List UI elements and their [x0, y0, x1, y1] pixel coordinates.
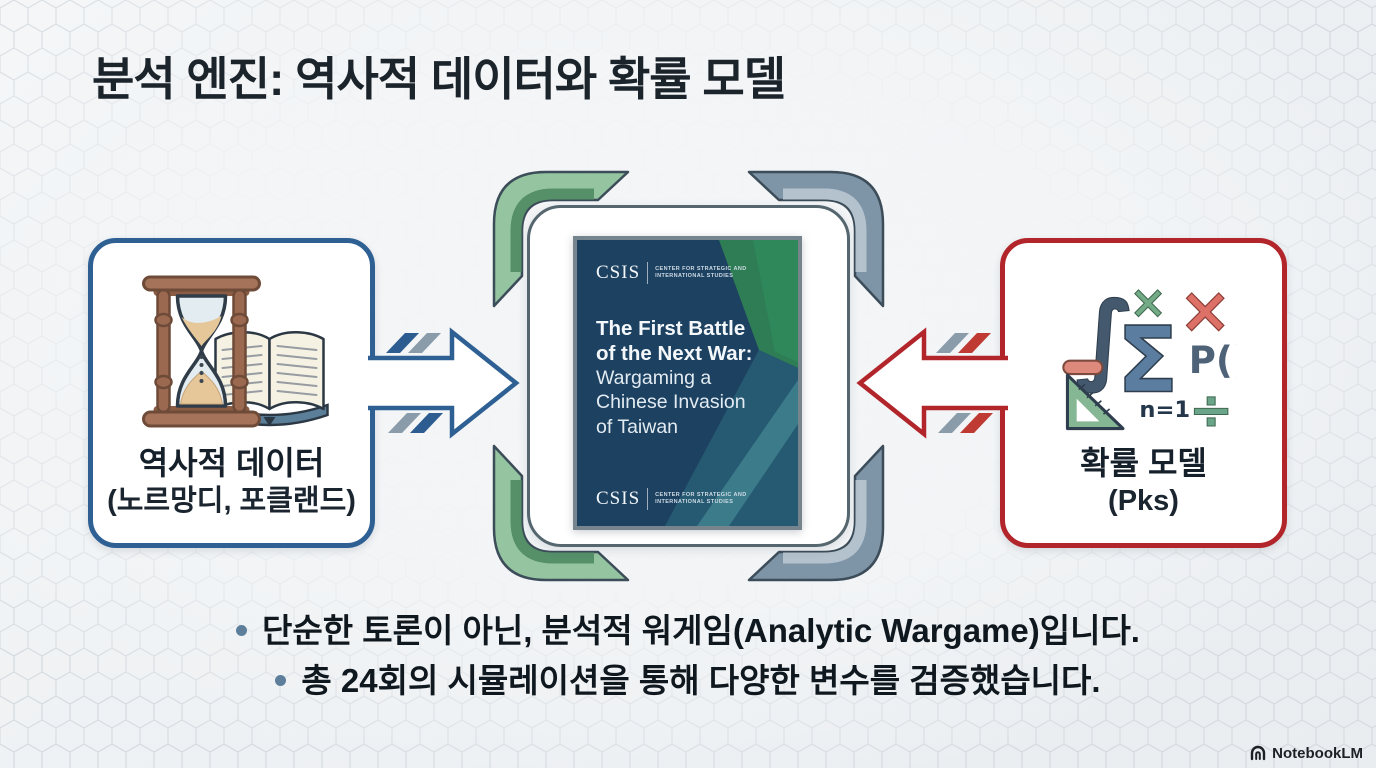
arrow-left-icon	[856, 327, 1008, 439]
notebooklm-label: NotebookLM	[1272, 744, 1363, 762]
notebooklm-brand: NotebookLM	[1249, 744, 1363, 762]
historical-data-sublabel: (노르망디, 포클랜드)	[107, 484, 356, 517]
cover-title: The First Battle of the Next War: Wargam…	[596, 317, 753, 438]
probability-model-card: ∫ × × Σ P() n=1 ÷ 확률 모델 (Pks)	[1000, 238, 1287, 548]
corner-bracket-bottom-right	[747, 444, 885, 582]
sigma-subscript: n=1	[1139, 397, 1190, 423]
csis-logo-text: CSIS	[596, 262, 641, 283]
integral-glyph: ∫	[1076, 280, 1136, 394]
sigma-glyph: Σ	[1117, 308, 1179, 413]
csis-tagline-bottom: CENTER FOR STRATEGIC AND INTERNATIONAL S…	[655, 491, 747, 505]
probability-glyph: P()	[1189, 339, 1236, 382]
bullet-text: 총 24회의 시뮬레이션을 통해 다양한 변수를 검증했습니다.	[301, 662, 1101, 700]
bullet-item: 단순한 토론이 아닌, 분석적 워게임(Analytic Wargame)입니다…	[236, 610, 1140, 651]
csis-logo-divider	[647, 262, 649, 284]
bullet-item: 총 24회의 시뮬레이션을 통해 다양한 변수를 검증했습니다.	[275, 660, 1101, 701]
corner-bracket-bottom-left	[492, 444, 630, 582]
bullet-dot	[275, 675, 287, 687]
cover-publisher-top: CSIS CENTER FOR STRATEGIC AND INTERNATIO…	[596, 262, 747, 284]
minus-glyph	[1062, 359, 1104, 375]
csis-tagline: CENTER FOR STRATEGIC AND INTERNATIONAL S…	[655, 265, 747, 279]
historical-data-card: 역사적 데이터 (노르망디, 포클랜드)	[88, 238, 375, 548]
probability-model-sublabel: (Pks)	[1108, 484, 1179, 517]
corner-bracket-top-right	[747, 170, 885, 308]
cover-publisher-bottom: CSIS CENTER FOR STRATEGIC AND INTERNATIO…	[596, 488, 747, 510]
csis-report-cover: CSIS CENTER FOR STRATEGIC AND INTERNATIO…	[573, 236, 802, 530]
divide-glyph: ÷	[1189, 378, 1234, 430]
csis-logo-divider-bottom	[647, 488, 649, 510]
large-times-glyph: ×	[1178, 276, 1231, 348]
small-times-glyph: ×	[1129, 276, 1167, 329]
hourglass-book-icon	[129, 269, 334, 437]
bullet-dot	[236, 625, 247, 637]
bullet-list: 단순한 토론이 아닌, 분석적 워게임(Analytic Wargame)입니다…	[0, 610, 1376, 702]
notebooklm-icon	[1250, 745, 1266, 761]
bullet-text: 단순한 토론이 아닌, 분석적 워게임(Analytic Wargame)입니다…	[262, 612, 1140, 649]
cover-artwork	[577, 240, 798, 526]
csis-logo-text-bottom: CSIS	[596, 488, 641, 509]
page-title: 분석 엔진: 역사적 데이터와 확률 모델	[92, 53, 786, 105]
math-symbols-icon: ∫ × × Σ P() n=1 ÷	[1051, 269, 1236, 437]
probability-model-label: 확률 모델	[1080, 445, 1207, 481]
historical-data-label: 역사적 데이터	[138, 445, 325, 481]
arrow-right-icon	[368, 327, 520, 439]
corner-bracket-top-left	[492, 170, 630, 308]
